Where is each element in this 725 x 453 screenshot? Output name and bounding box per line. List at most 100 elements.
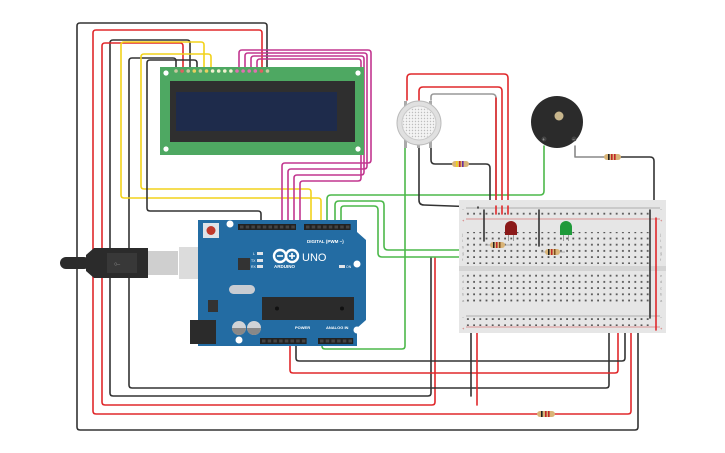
wire-magenta-1[interactable] [238, 49, 372, 226]
lcd-pin[interactable] [235, 69, 239, 73]
wire-black-lcd-2[interactable] [128, 57, 610, 389]
usb-cable[interactable]: ⟜ [60, 247, 201, 279]
breadboard-terminal-bottom[interactable] [466, 273, 652, 305]
header-pin[interactable] [279, 339, 283, 343]
lcd-pin[interactable] [253, 69, 258, 73]
wire-red-sensor-1[interactable] [406, 73, 509, 207]
power-header[interactable] [260, 338, 307, 344]
wire-red-outer[interactable] [92, 29, 632, 415]
header-pin[interactable] [285, 225, 290, 229]
digital-header-high[interactable] [238, 224, 296, 230]
header-pin[interactable] [306, 225, 310, 229]
wire-magenta-2[interactable] [244, 52, 368, 226]
lcd-pin[interactable] [186, 69, 190, 73]
wire-gray-sensor-3[interactable] [430, 93, 497, 207]
lcd-pin[interactable] [174, 69, 178, 73]
wire-black-gnd[interactable] [146, 59, 262, 226]
digital-header-low[interactable] [304, 224, 351, 230]
wire-black-sensor-1[interactable] [418, 147, 479, 208]
header-pin[interactable] [279, 225, 284, 229]
wire-yellow-1[interactable] [120, 41, 322, 226]
led-green[interactable] [560, 221, 572, 241]
wire-green-sensor[interactable] [326, 145, 545, 226]
resistor-led-green[interactable] [541, 249, 565, 255]
rail-minus-label: − [462, 207, 465, 212]
wire-green-led-red[interactable] [334, 200, 516, 251]
wire-red-5v[interactable] [289, 317, 619, 374]
lcd-display[interactable] [160, 67, 364, 155]
header-pin[interactable] [331, 339, 335, 343]
resistor-buzzer[interactable] [604, 154, 621, 160]
arduino-uno[interactable]: ⟜ DIGITAL (PWM ~) POWER ANALOG IN ARDUIN… [60, 220, 366, 346]
lcd-pin[interactable] [210, 69, 215, 73]
header-pin[interactable] [290, 339, 295, 343]
resistor-sensor[interactable] [452, 161, 469, 167]
resistor-bottom[interactable] [537, 411, 555, 417]
header-pin[interactable] [268, 225, 273, 229]
header-pin[interactable] [267, 339, 272, 343]
lcd-pin[interactable] [216, 69, 221, 73]
header-pin[interactable] [337, 339, 341, 343]
header-pin[interactable] [325, 339, 330, 343]
led-red[interactable] [505, 221, 517, 241]
wire-black-lcd-1[interactable] [109, 39, 432, 397]
lcd-pin[interactable] [229, 69, 233, 73]
wire-black-arduino-gnd[interactable] [295, 317, 626, 362]
header-pin[interactable] [251, 225, 255, 229]
wire-black-outer[interactable] [76, 22, 639, 431]
lcd-pin[interactable] [180, 69, 184, 73]
header-pin[interactable] [284, 339, 289, 343]
breadboard-rail-top[interactable] [466, 209, 652, 218]
lcd-pin[interactable] [192, 69, 197, 73]
lcd-pin[interactable] [198, 69, 203, 73]
wire-red-sensor-2[interactable] [418, 86, 503, 207]
usb-chip [238, 258, 250, 270]
wire-buzzer-minus[interactable] [574, 145, 606, 158]
header-pin[interactable] [342, 339, 347, 343]
header-pin[interactable] [291, 225, 295, 229]
lcd-pin[interactable] [247, 69, 251, 73]
header-pin[interactable] [334, 225, 339, 229]
header-pin[interactable] [328, 225, 333, 229]
header-pin[interactable] [323, 225, 327, 229]
header-pin[interactable] [262, 339, 266, 343]
wire-black-buzzer[interactable] [620, 156, 655, 207]
analog-header[interactable] [318, 338, 354, 344]
header-pin[interactable] [320, 339, 324, 343]
header-pin[interactable] [274, 225, 278, 229]
resistor-led-red[interactable] [486, 242, 510, 248]
reset-button-cap[interactable] [206, 226, 216, 235]
breadboard-rail-bottom[interactable] [466, 317, 652, 326]
header-pin[interactable] [262, 225, 267, 229]
header-pin[interactable] [345, 225, 350, 229]
header-pin[interactable] [273, 339, 277, 343]
lcd-pin[interactable] [241, 69, 245, 73]
wire-red-lcd[interactable] [101, 42, 436, 406]
lcd-pin[interactable] [259, 69, 264, 73]
piezo-buzzer[interactable]: + − [531, 96, 583, 148]
header-pin[interactable] [257, 225, 261, 229]
rail-plus-label: + [462, 218, 465, 223]
gas-sensor[interactable] [396, 100, 442, 148]
wire-green-led-green[interactable] [340, 205, 571, 258]
lcd-mount-hole [163, 70, 169, 76]
wire-green-analog[interactable] [321, 147, 406, 350]
header-pin[interactable] [245, 225, 250, 229]
header-pin[interactable] [340, 225, 344, 229]
lcd-pin[interactable] [265, 69, 270, 73]
header-pin[interactable] [301, 339, 306, 343]
wire-yellow-2[interactable] [140, 53, 312, 226]
header-pin[interactable] [317, 225, 321, 229]
lcd-pin[interactable] [223, 69, 227, 73]
header-pin[interactable] [296, 339, 300, 343]
header-pin[interactable] [348, 339, 353, 343]
wire-black-sensor-2[interactable] [430, 147, 491, 207]
header-pin[interactable] [311, 225, 316, 229]
header-pin[interactable] [240, 225, 244, 229]
power-jack[interactable] [190, 320, 216, 344]
row-label: b [462, 292, 465, 297]
lcd-pin[interactable] [204, 69, 209, 73]
row-label: g [660, 251, 662, 256]
